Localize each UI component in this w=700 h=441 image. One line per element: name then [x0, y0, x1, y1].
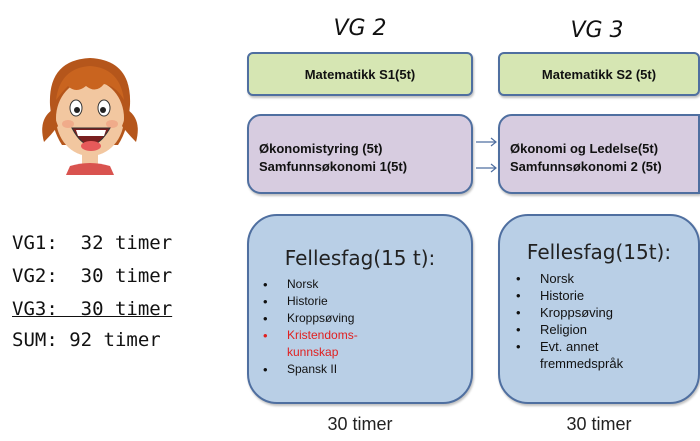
- list-item: •Spansk II: [263, 362, 338, 377]
- summary-sum: SUM: 92 timer: [12, 329, 161, 351]
- list-item: •Norsk: [516, 271, 574, 286]
- arrow-right-icon: [476, 163, 497, 173]
- list-item-continuation: kunnskap: [287, 345, 339, 359]
- list-item: •Kristendoms-: [263, 328, 358, 343]
- vg2-math-label: Matematikk S1(5t): [304, 66, 416, 82]
- vg3-fellesfag-list: •Norsk •Historie •Kroppsøving •Religion …: [514, 270, 623, 372]
- vg2-program-box: Økonomistyring (5t) Samfunnsøkonomi 1(5t…: [247, 114, 473, 194]
- list-item: •Historie: [263, 294, 328, 309]
- list-item: •Norsk: [263, 277, 319, 292]
- summary-vg2: VG2: 30 timer: [12, 265, 173, 287]
- cartoon-girl-illustration: [42, 58, 138, 175]
- vg2-fellesfag-list: •Norsk •Historie •Kroppsøving •Kristendo…: [261, 276, 358, 378]
- vg2-hours: 30 timer: [327, 414, 393, 434]
- vg2-program-item-1: Økonomistyring (5t): [259, 141, 383, 156]
- arrow-right-icon: [476, 137, 497, 147]
- list-item: •Religion: [516, 322, 587, 337]
- list-item: •Historie: [516, 288, 585, 303]
- vg2-title: VG 2: [333, 16, 387, 41]
- vg3-program-item-1: Økonomi og Ledelse(5t): [510, 141, 659, 156]
- vg3-fellesfag-title: Fellesfag(15t):: [526, 240, 672, 264]
- arrows: [476, 137, 497, 173]
- vg2-fellesfag-box: Fellesfag(15 t): •Norsk •Historie •Kropp…: [247, 214, 473, 404]
- vg2-math-box: Matematikk S1(5t): [247, 52, 473, 96]
- vg2-program-item-2: Samfunnsøkonomi 1(5t): [259, 159, 408, 174]
- vg3-fellesfag-box: Fellesfag(15t): •Norsk •Historie •Kropps…: [498, 214, 700, 404]
- summary-vg1: VG1: 32 timer: [12, 232, 173, 254]
- list-item: •Evt. annet: [516, 339, 599, 354]
- list-item-continuation: fremmedspråk: [540, 356, 624, 371]
- vg3-math-box: Matematikk S2 (5t): [498, 52, 700, 96]
- vg3-hours: 30 timer: [566, 414, 632, 434]
- vg3-math-label: Matematikk S2 (5t): [541, 66, 657, 82]
- list-item: •Kroppsøving: [516, 305, 613, 320]
- list-item: •Kroppsøving: [263, 311, 355, 326]
- vg3-title: VG 3: [570, 18, 624, 43]
- summary-vg3: VG3: 30 timer: [12, 298, 173, 320]
- vg3-program-item-2: Samfunnsøkonomi 2 (5t): [510, 159, 662, 174]
- vg2-fellesfag-title: Fellesfag(15 t):: [284, 246, 436, 270]
- vg3-program-box: Økonomi og Ledelse(5t) Samfunnsøkonomi 2…: [498, 114, 700, 194]
